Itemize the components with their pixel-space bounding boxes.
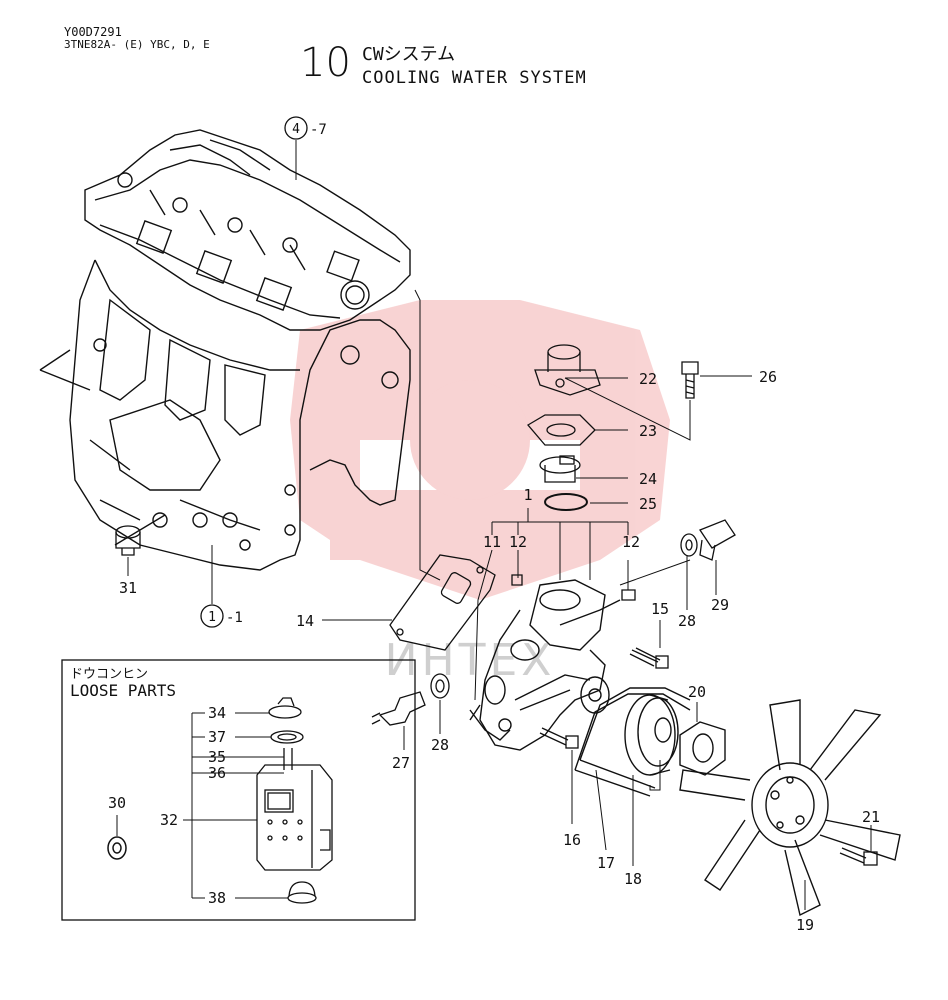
ref-top-suffix: -7 bbox=[310, 122, 327, 138]
seal-37 bbox=[270, 730, 304, 744]
callout-28-right: 28 bbox=[678, 612, 696, 630]
plug-12-right bbox=[621, 589, 636, 601]
thermostat-24 bbox=[539, 455, 581, 483]
loose-parts-title-en: LOOSE PARTS bbox=[70, 681, 176, 700]
loose-parts-box: ドウコンヒン LOOSE PARTS bbox=[61, 659, 416, 921]
callout-15: 15 bbox=[651, 600, 669, 618]
ref-top-circle-label: 4 bbox=[292, 122, 300, 137]
o-ring-25 bbox=[544, 493, 588, 511]
ref-bottom-suffix: -1 bbox=[226, 610, 243, 626]
plug-29 bbox=[699, 519, 736, 561]
callout-14: 14 bbox=[296, 612, 314, 630]
callout-20: 20 bbox=[688, 683, 706, 701]
callout-11: 11 bbox=[483, 533, 501, 551]
reference-1-1: 1 -1 bbox=[200, 604, 243, 628]
callout-17: 17 bbox=[597, 854, 615, 872]
callout-labels: 1 11 12 12 14 15 16 17 18 19 20 21 22 23… bbox=[119, 368, 880, 934]
engine-block-drawing bbox=[39, 129, 411, 571]
water-pump-body bbox=[469, 579, 621, 751]
washer-28-left bbox=[430, 673, 450, 699]
section-number: 10 bbox=[300, 40, 351, 86]
pulley-18 bbox=[624, 694, 679, 776]
callout-34: 34 bbox=[208, 704, 226, 722]
drawing-code: Y00D7291 bbox=[64, 25, 122, 39]
v-belt-17 bbox=[574, 687, 691, 797]
callout-28-left: 28 bbox=[431, 736, 449, 754]
callout-32: 32 bbox=[160, 811, 178, 829]
callout-31: 31 bbox=[119, 579, 137, 597]
loose-parts-callouts: 34 37 35 36 32 38 30 bbox=[108, 704, 226, 907]
callout-22: 22 bbox=[639, 370, 657, 388]
loose-parts-title-jp: ドウコンヒン bbox=[70, 667, 148, 682]
spacer-20 bbox=[679, 721, 726, 776]
callout-21: 21 bbox=[862, 808, 880, 826]
washer-28-right bbox=[680, 533, 698, 557]
callout-30: 30 bbox=[108, 794, 126, 812]
washer-30 bbox=[107, 836, 127, 860]
callout-35: 35 bbox=[208, 748, 226, 766]
drain-plug-31 bbox=[115, 525, 141, 556]
watermark-logo bbox=[290, 300, 670, 600]
callout-26: 26 bbox=[759, 368, 777, 386]
sensor-27 bbox=[371, 691, 426, 726]
bolt-15 bbox=[629, 647, 669, 669]
callout-37: 37 bbox=[208, 728, 226, 746]
bolt-16 bbox=[539, 727, 579, 749]
cap-38 bbox=[287, 881, 317, 904]
callout-19: 19 bbox=[796, 916, 814, 934]
cap-34 bbox=[268, 697, 302, 719]
section-title-en: COOLING WATER SYSTEM bbox=[362, 68, 587, 88]
callout-29: 29 bbox=[711, 596, 729, 614]
callout-1: 1 bbox=[523, 486, 532, 504]
callout-23: 23 bbox=[639, 422, 657, 440]
plug-12-left bbox=[511, 574, 523, 586]
ref-bottom-circle-label: 1 bbox=[208, 610, 216, 625]
loose-parts-leaders bbox=[116, 712, 288, 899]
gasket-14-drawing bbox=[389, 554, 496, 651]
callout-36: 36 bbox=[208, 764, 226, 782]
engine-model: 3TNE82A- (E) YBC, D, E bbox=[64, 38, 210, 51]
bolt-26 bbox=[681, 361, 699, 399]
cooling-fan-19 bbox=[679, 699, 901, 917]
callout-38: 38 bbox=[208, 889, 226, 907]
reserve-tank-32 bbox=[256, 748, 333, 871]
callout-27: 27 bbox=[392, 754, 410, 772]
callout-18: 18 bbox=[624, 870, 642, 888]
reference-4-7: 4 -7 bbox=[284, 116, 327, 140]
leader-lines bbox=[127, 140, 872, 910]
callout-24: 24 bbox=[639, 470, 657, 488]
callout-12-right: 12 bbox=[622, 533, 640, 551]
callout-25: 25 bbox=[639, 495, 657, 513]
callout-16: 16 bbox=[563, 831, 581, 849]
thermostat-cover-22 bbox=[534, 344, 601, 396]
section-title-jp: CWシステム bbox=[362, 44, 456, 65]
callout-12-left: 12 bbox=[509, 533, 527, 551]
